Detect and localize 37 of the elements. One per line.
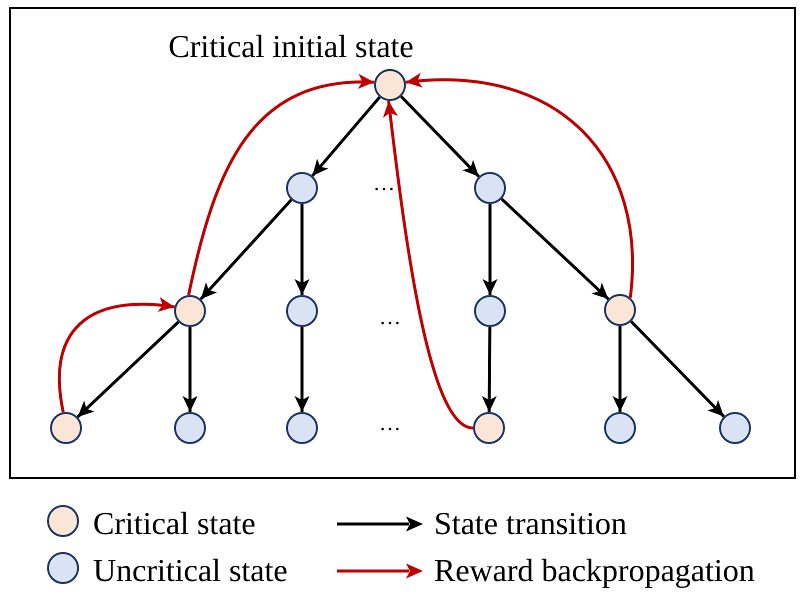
state-circle (604, 412, 636, 444)
arrow (200, 198, 292, 300)
arrow (612, 326, 628, 412)
arrow (500, 198, 610, 300)
state-circle (174, 412, 206, 444)
arrow (76, 320, 180, 418)
curved-arrow (406, 74, 634, 298)
curved-arrow (187, 74, 374, 296)
arrow (400, 95, 480, 178)
curved-arrow (58, 298, 175, 412)
arrow (630, 320, 725, 418)
node-caption: Critical initial state (168, 30, 414, 62)
arrow (294, 327, 310, 412)
ellipsis: … (379, 306, 401, 328)
state-circle (286, 295, 318, 327)
state-circle (604, 294, 636, 326)
state-circle (50, 412, 82, 444)
ellipsis: … (373, 172, 395, 194)
curved-arrow (383, 100, 474, 430)
arrow (311, 96, 381, 177)
legend-label: Uncritical state (93, 554, 288, 586)
state-circle (474, 295, 506, 327)
arrow (482, 326, 497, 412)
state-circle (374, 69, 406, 101)
state-circle (286, 412, 318, 444)
legend-label: State transition (434, 507, 627, 540)
state-circle (473, 412, 505, 444)
arrow (294, 204, 310, 295)
ellipsis: … (379, 412, 401, 434)
state-circle (719, 412, 751, 444)
arrow (482, 204, 498, 295)
state-circle (286, 172, 318, 204)
state-circle (174, 295, 206, 327)
arrow (182, 327, 198, 412)
legend-label: Critical state (93, 507, 256, 540)
legend-label: Reward backpropagation (434, 554, 755, 586)
state-circle (474, 172, 506, 204)
